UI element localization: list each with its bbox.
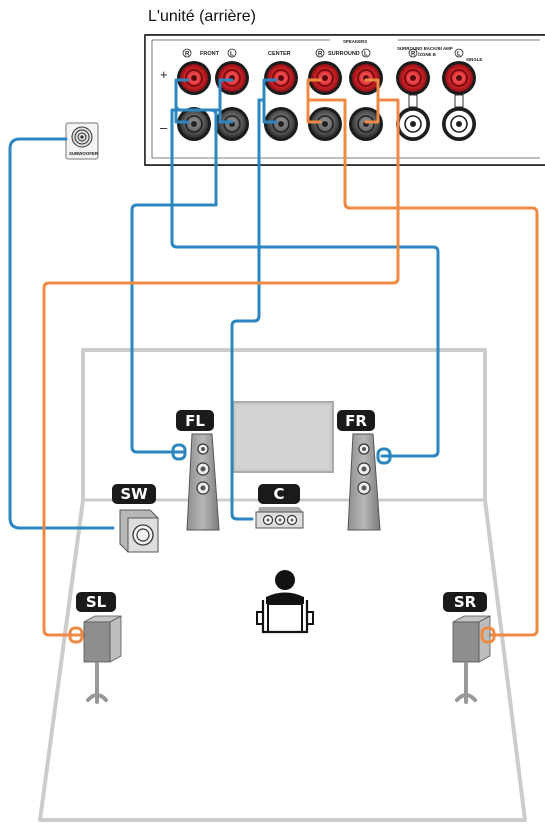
front-l-mark-icon bbox=[227, 48, 237, 58]
fr-badge-label: FR bbox=[345, 412, 367, 430]
sl-speaker bbox=[68, 615, 122, 704]
terminal-front-l bbox=[215, 61, 249, 141]
surround-back-label: SURROUND BACK/BI AMP bbox=[397, 46, 453, 51]
listener-icon bbox=[256, 570, 314, 634]
surround-r-mark: R bbox=[318, 52, 323, 58]
fr-speaker bbox=[347, 433, 392, 531]
plus-sign: + bbox=[160, 67, 168, 82]
front-label: FRONT bbox=[200, 51, 220, 57]
terminal-sb-l bbox=[442, 61, 476, 141]
sl-cable bbox=[42, 78, 400, 637]
sw-speaker bbox=[119, 509, 159, 553]
front-r-mark: R bbox=[185, 52, 190, 58]
fr-cable-positive bbox=[170, 78, 440, 458]
speaker-terminals bbox=[177, 61, 476, 141]
speakers bbox=[68, 433, 496, 704]
sr-badge: SR bbox=[443, 592, 487, 612]
fl-speaker bbox=[171, 433, 220, 531]
sr-badge-label: SR bbox=[454, 593, 477, 611]
speaker-badges: FL FR C SW SL SR bbox=[76, 410, 487, 612]
surround-l-mark: L bbox=[364, 52, 368, 58]
c-speaker bbox=[255, 507, 304, 529]
sb-r-mark-icon bbox=[408, 48, 418, 58]
speaker-cables bbox=[8, 78, 539, 637]
c-badge: C bbox=[258, 484, 300, 504]
sw-badge-label: SW bbox=[120, 485, 148, 503]
surround-label: SURROUND bbox=[328, 51, 360, 57]
terminal-sb-r bbox=[396, 61, 430, 141]
subwoofer-jack: SUBWOOFER bbox=[65, 122, 99, 160]
subwoofer-cable bbox=[8, 137, 115, 530]
surround-l-mark-icon bbox=[361, 48, 371, 58]
sb-l-mark-icon bbox=[454, 48, 464, 58]
sb-r-mark: R bbox=[411, 52, 416, 58]
front-r-mark-icon bbox=[182, 48, 192, 58]
sl-badge-label: SL bbox=[86, 593, 107, 611]
sr-cable bbox=[306, 78, 539, 637]
subwoofer-jack-label: SUBWOOFER bbox=[69, 151, 99, 156]
sl-badge: SL bbox=[76, 592, 116, 612]
sw-badge: SW bbox=[112, 484, 156, 504]
speakers-label: SPEAKERS bbox=[343, 39, 367, 44]
c-badge-label: C bbox=[273, 485, 284, 503]
minus-sign: – bbox=[160, 120, 168, 135]
fl-badge-label: FL bbox=[185, 412, 205, 430]
terminal-center bbox=[264, 61, 298, 141]
zone-b-label: /ZONE B bbox=[418, 52, 436, 57]
terminal-surround-l bbox=[349, 61, 383, 141]
sb-l-mark: L bbox=[457, 52, 461, 58]
fr-badge: FR bbox=[337, 410, 375, 431]
surround-r-mark-icon bbox=[315, 48, 325, 58]
fl-badge: FL bbox=[176, 410, 214, 431]
front-l-mark: L bbox=[230, 52, 234, 58]
center-label: CENTER bbox=[268, 51, 291, 57]
sr-speaker bbox=[452, 615, 496, 704]
c-cable bbox=[230, 78, 278, 521]
single-label: SINGLE bbox=[466, 57, 482, 62]
terminal-front-r bbox=[177, 61, 211, 141]
tv-screen bbox=[232, 401, 334, 473]
unit-rear-title: L'unité (arrière) bbox=[148, 8, 256, 25]
fl-cable-negative bbox=[174, 94, 190, 124]
terminal-surround-r bbox=[308, 61, 342, 141]
